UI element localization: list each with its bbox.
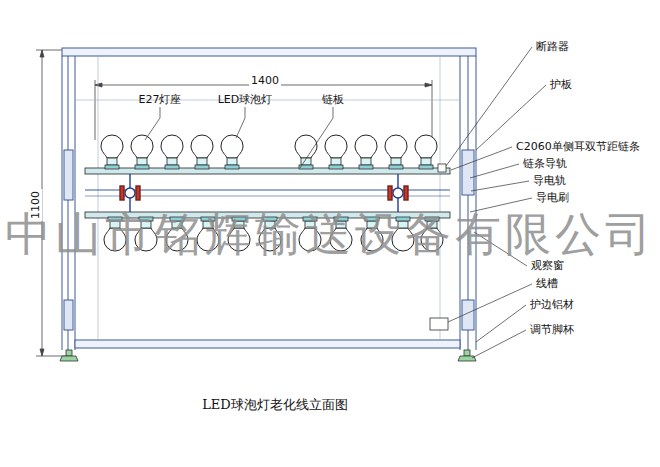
- part-label: 护板: [550, 78, 572, 91]
- part-label: 导电轨: [533, 174, 566, 187]
- part-label: C2060单侧耳双节距链条: [516, 140, 640, 153]
- part-label: LED球泡灯: [218, 93, 273, 106]
- part-label: 断路器: [536, 40, 569, 53]
- part-label: E27灯座: [139, 93, 182, 106]
- dimension-value: 1400: [249, 74, 281, 87]
- part-label: 链板: [322, 93, 344, 106]
- part-label: 观察窗: [531, 259, 564, 272]
- watermark: 中山市铭辉输送设备有限公司: [5, 211, 655, 257]
- part-label: 护边铝材: [530, 298, 574, 311]
- caption: LED球泡灯老化线立面图: [202, 397, 348, 413]
- part-label: 链条导轨: [523, 157, 567, 170]
- part-label: 调节脚杯: [530, 323, 574, 336]
- part-label: 导电刷: [536, 191, 569, 204]
- part-label: 线槽: [536, 277, 558, 290]
